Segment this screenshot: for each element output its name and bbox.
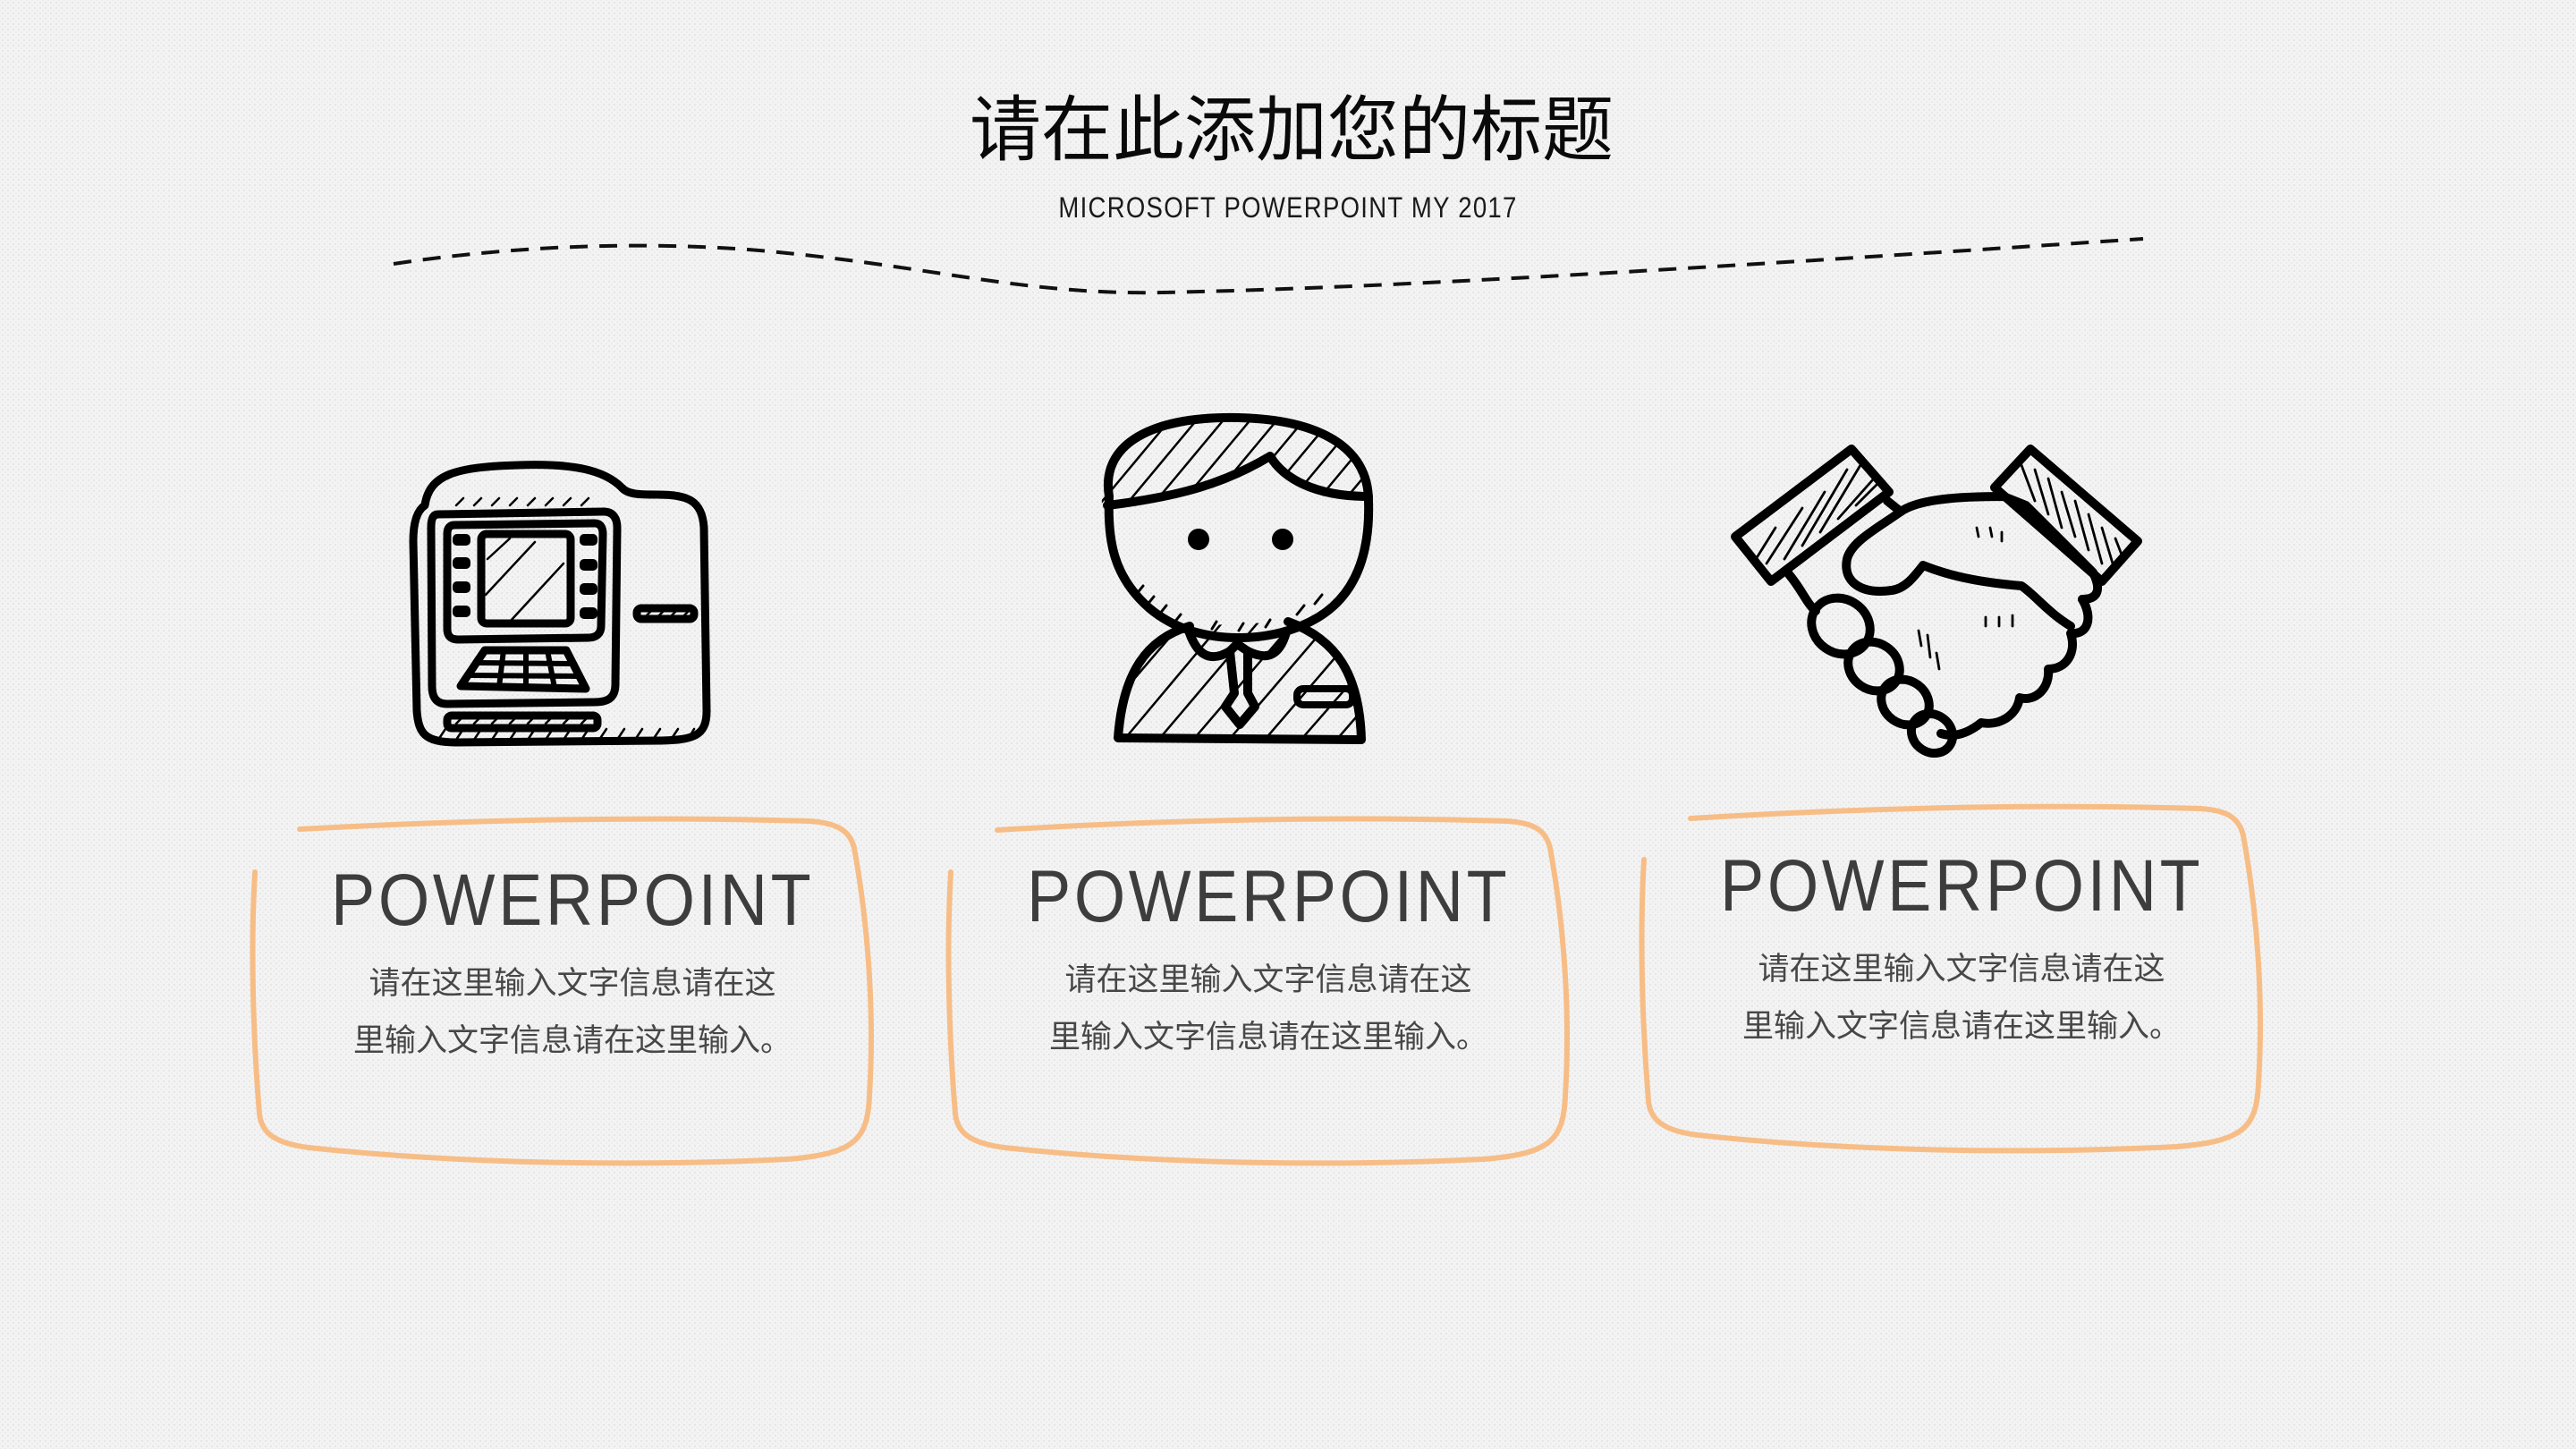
card-1-body-line-2: 里输入文字信息请在这里输入。 <box>352 1023 792 1059</box>
card-1: POWERPOINT 请在这里输入文字信息请在这 里输入文字信息请在这里输入。 <box>304 860 841 1070</box>
card-2: POWERPOINT 请在这里输入文字信息请在这 里输入文字信息请在这里输入。 <box>1000 857 1537 1066</box>
handshake-icon <box>1731 445 2142 758</box>
card-3-body: 请在这里输入文字信息请在这 里输入文字信息请在这里输入。 <box>1729 941 2194 1055</box>
card-3: POWERPOINT 请在这里输入文字信息请在这 里输入文字信息请在这里输入。 <box>1693 846 2230 1055</box>
atm-machine-icon <box>409 461 711 747</box>
card-2-body-line-1: 请在这里输入文字信息请在这 <box>1064 962 1472 998</box>
slide-title: 请在此添加您的标题 <box>970 89 1614 172</box>
card-3-heading: POWERPOINT <box>1720 845 2204 927</box>
slide-subtitle: MICROSOFT POWERPOINT MY 2017 <box>1058 191 1518 224</box>
card-2-body: 请在这里输入文字信息请在这 里输入文字信息请在这里输入。 <box>1036 952 1501 1066</box>
card-1-heading: POWERPOINT <box>331 860 815 941</box>
card-1-body: 请在这里输入文字信息请在这 里输入文字信息请在这里输入。 <box>340 955 805 1070</box>
businessman-icon <box>1101 412 1374 744</box>
card-1-body-line-1: 请在这里输入文字信息请在这 <box>369 966 776 1002</box>
card-2-body-line-2: 里输入文字信息请在这里输入。 <box>1048 1020 1487 1055</box>
card-3-body-line-2: 里输入文字信息请在这里输入。 <box>1741 1009 2181 1045</box>
card-2-heading: POWERPOINT <box>1027 856 1511 937</box>
card-3-body-line-1: 请在这里输入文字信息请在这 <box>1758 952 2165 987</box>
